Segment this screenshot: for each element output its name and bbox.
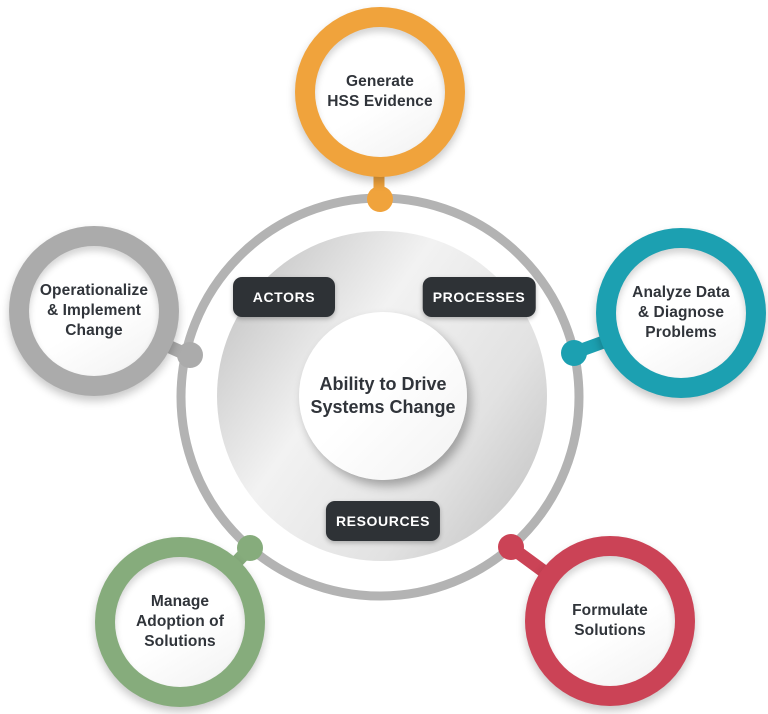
node-text-line: Change [65,321,123,339]
node-text-line: Adoption of [135,613,225,631]
center-text-line-1: Ability to Drive [319,373,447,394]
node-text-line: Formulate [572,602,648,620]
tag-resources-label: RESOURCES [335,513,431,529]
dot-manage [237,535,263,561]
tag-resources: RESOURCES [325,501,441,541]
node-operationalize-implement-change: Operationalize & Implement Change [9,226,179,396]
node-generate-inner-circle: Generate HSS Evidence [315,27,445,157]
node-formulate-solutions: Formulate Solutions [525,536,695,706]
tag-actors-label: ACTORS [252,289,316,305]
node-analyze-inner-circle: Analyze Data & Diagnose Problems [616,248,746,378]
node-text-line: Problems [645,323,717,341]
node-text-line: & Diagnose [637,304,725,322]
node-manage-inner-circle: Manage Adoption of Solutions [115,557,245,687]
center-text-line-2: Systems Change [310,397,456,417]
node-text-line: & Implement [46,302,142,320]
dot-operationalize [177,342,203,368]
dot-analyze [561,340,587,366]
center-circle: Ability to Drive Systems Change [299,312,467,480]
tag-actors: ACTORS [233,277,335,317]
tag-processes-label: PROCESSES [432,289,526,305]
node-manage-adoption-of-solutions: Manage Adoption of Solutions [95,537,265,707]
node-operationalize-inner-circle: Operationalize & Implement Change [29,246,159,376]
node-generate-hss-evidence: Generate HSS Evidence [295,7,465,177]
tag-processes: PROCESSES [422,277,536,317]
node-text-line: HSS Evidence [327,93,433,110]
dot-generate [367,186,393,212]
node-analyze-data-diagnose-problems: Analyze Data & Diagnose Problems [596,228,766,398]
node-text-line: Solutions [574,622,646,639]
node-text-line: Solutions [144,632,216,650]
node-formulate-inner-circle: Formulate Solutions [545,556,675,686]
node-text-line: Generate [346,73,414,91]
node-text-line: Operationalize [39,282,149,300]
node-text-line: Analyze Data [632,284,730,302]
node-text-line: Manage [150,593,210,611]
dot-formulate [498,534,524,560]
